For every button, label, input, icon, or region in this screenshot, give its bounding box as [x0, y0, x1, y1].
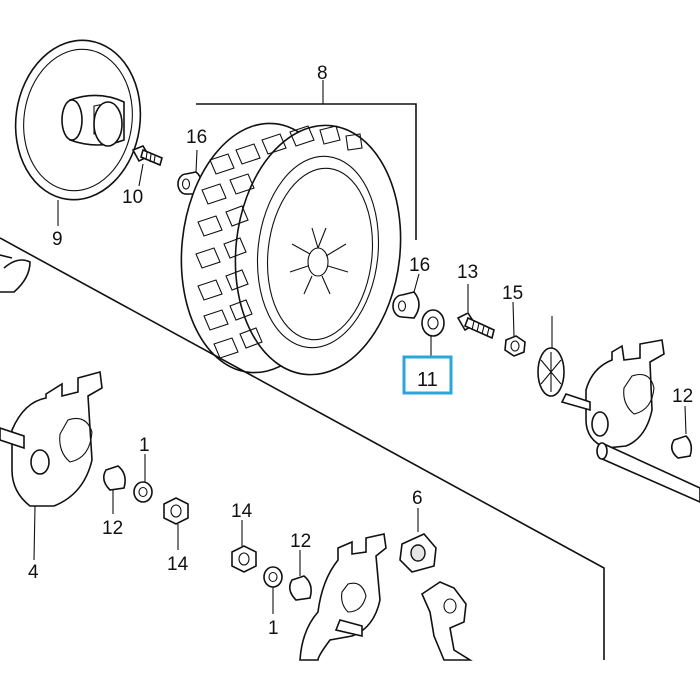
part-10-bolt[interactable] [131, 145, 163, 167]
part-4-left-bracket[interactable] [0, 370, 103, 507]
part-11-highlight-box [402, 355, 453, 395]
right-height-bracket[interactable] [560, 339, 665, 449]
part-9-wheel-cap[interactable] [5, 32, 150, 208]
height-lever[interactable] [420, 581, 473, 661]
part-1-upper-washer[interactable] [133, 481, 153, 503]
part-12-middle-bushing[interactable] [288, 575, 312, 601]
part-12-right-bushing[interactable] [670, 435, 693, 459]
part-8-wheel[interactable] [169, 115, 412, 383]
label-13: 13 [457, 262, 478, 283]
part-15-nut[interactable] [504, 335, 526, 357]
label-1-lower: 1 [268, 618, 279, 639]
part-6-adjuster[interactable] [399, 533, 437, 573]
part-11-washer[interactable] [421, 309, 445, 337]
label-12-middle: 12 [290, 531, 311, 552]
label-11: 11 [417, 369, 438, 391]
label-8: 8 [317, 63, 328, 84]
label-10: 10 [122, 187, 143, 208]
part-14-middle-nut[interactable] [231, 545, 257, 573]
part-16-lower-bushing[interactable] [392, 291, 420, 319]
part-12-left-bushing[interactable] [102, 465, 126, 491]
label-12-right: 12 [672, 386, 693, 407]
label-9: 9 [52, 229, 63, 250]
label-16-lower: 16 [409, 255, 430, 276]
part-labels: 8 16 10 9 16 13 15 11 12 1 12 14 12 14 4… [28, 63, 693, 639]
label-14-left: 14 [167, 554, 189, 575]
part-14-left-nut[interactable] [163, 497, 189, 525]
label-15: 15 [502, 283, 523, 304]
lower-center-bracket[interactable] [299, 533, 387, 661]
height-adjuster-gear[interactable] [537, 347, 565, 397]
label-14-middle: 14 [231, 501, 253, 522]
label-1-upper: 1 [139, 435, 150, 456]
part-13-bolt[interactable] [456, 311, 495, 340]
part-1-lower-washer[interactable] [263, 566, 283, 588]
label-4: 4 [28, 562, 39, 583]
label-6: 6 [412, 488, 423, 509]
label-12-left: 12 [102, 518, 123, 539]
label-16-upper: 16 [186, 127, 207, 148]
